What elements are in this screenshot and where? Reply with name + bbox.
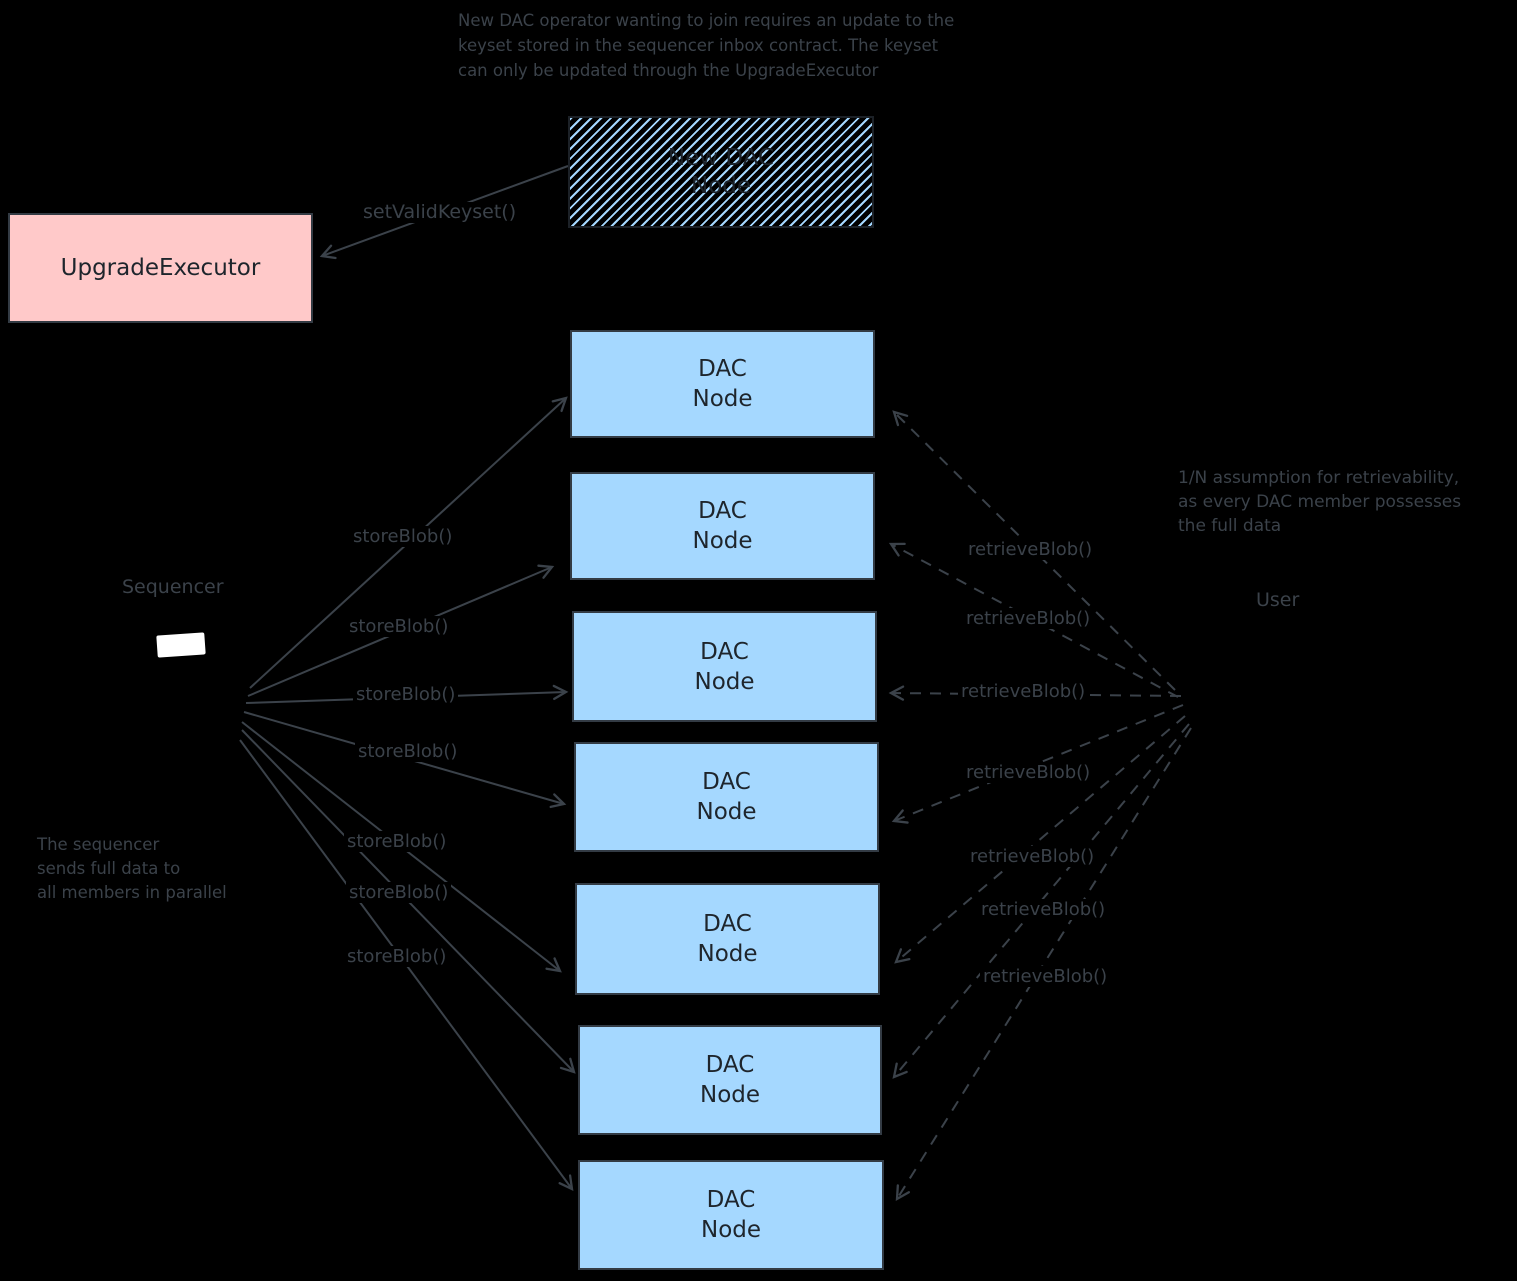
sequencer-icon — [156, 632, 206, 658]
retrieve-blob-arrow-5 — [894, 715, 1186, 964]
dac-node-label-line2: Node — [694, 668, 755, 695]
store-blob-label-4: storeBlob() — [355, 741, 461, 762]
dac-node-label-line1: DAC — [703, 911, 752, 937]
retrieve-blob-arrow-7 — [895, 727, 1192, 1202]
top-note-line: can only be updated through the UpgradeE… — [458, 61, 879, 80]
dac-node-label-line1: DAC — [700, 638, 749, 665]
dac-node-box-2: DAC Node — [570, 472, 875, 580]
store-blob-label-1: storeBlob() — [350, 526, 456, 547]
store-blob-label-3: storeBlob() — [353, 684, 459, 705]
store-blob-label-6: storeBlob() — [346, 882, 452, 903]
dac-node-label-line2: Node — [696, 799, 757, 825]
right-note-line: as every DAC member possesses — [1178, 492, 1462, 512]
retrieve-blob-label-5: retrieveBlob() — [967, 846, 1098, 867]
retrieve-blob-label-1: retrieveBlob() — [965, 539, 1096, 560]
new-dac-node-box: New DAC Node — [568, 116, 874, 228]
dac-node-label-line1: DAC — [702, 769, 751, 795]
dac-node-label-line2: Node — [699, 1082, 761, 1108]
dac-node-label-line1: DAC — [706, 1187, 756, 1213]
user-label: User — [1256, 589, 1300, 611]
retrieve-blob-label-7: retrieveBlob() — [980, 966, 1111, 987]
dac-node-box-5: DAC Node — [575, 883, 880, 995]
retrieve-blob-label-6: retrieveBlob() — [978, 899, 1109, 920]
new-dac-node-label-line2: Node — [690, 173, 752, 199]
dac-node-box-4: DAC Node — [574, 742, 879, 852]
dac-node-label-line2: Node — [692, 386, 753, 412]
left-note-line: sends full data to — [37, 859, 181, 878]
dac-node-label-line2: Node — [692, 528, 753, 554]
dac-node-label-line1: DAC — [705, 1052, 755, 1078]
left-note: The sequencer sends full data to all mem… — [37, 833, 227, 905]
left-note-line: all members in parallel — [37, 883, 227, 902]
dac-node-label-line1: DAC — [698, 356, 747, 382]
right-note-line: 1/N assumption for retrievability, — [1178, 468, 1460, 488]
dac-node-box-1: DAC Node — [570, 330, 875, 438]
dac-node-box-7: DAC Node — [578, 1160, 884, 1270]
retrieve-blob-label-3: retrieveBlob() — [958, 681, 1089, 702]
retrieve-blob-label-4: retrieveBlob() — [963, 762, 1094, 783]
left-note-line: The sequencer — [37, 835, 160, 854]
retrieve-blob-arrow-1 — [892, 410, 1176, 691]
upgrade-executor-box: UpgradeExecutor — [8, 213, 313, 323]
store-blob-label-7: storeBlob() — [344, 946, 450, 967]
upgrade-executor-label: UpgradeExecutor — [60, 255, 261, 281]
top-note-line: keyset stored in the sequencer inbox con… — [458, 36, 939, 55]
dac-node-label-line1: DAC — [698, 498, 747, 524]
right-note-line: the full data — [1178, 516, 1282, 536]
new-dac-node-label-line1: New DAC — [667, 145, 775, 171]
store-blob-label-2: storeBlob() — [346, 616, 452, 637]
top-note-line: New DAC operator wanting to join require… — [458, 11, 955, 30]
dac-node-label-line2: Node — [700, 1217, 762, 1243]
dac-node-box-3: DAC Node — [572, 611, 877, 722]
dac-node-label-line2: Node — [697, 941, 758, 967]
retrieve-blob-label-2: retrieveBlob() — [963, 608, 1094, 629]
set-valid-keyset-label: setValidKeyset() — [360, 202, 520, 223]
store-blob-label-5: storeBlob() — [344, 831, 450, 852]
top-note: New DAC operator wanting to join require… — [458, 8, 954, 83]
sequencer-label: Sequencer — [122, 576, 224, 598]
right-note: 1/N assumption for retrievability, as ev… — [1178, 466, 1461, 538]
dac-node-box-6: DAC Node — [578, 1025, 882, 1135]
